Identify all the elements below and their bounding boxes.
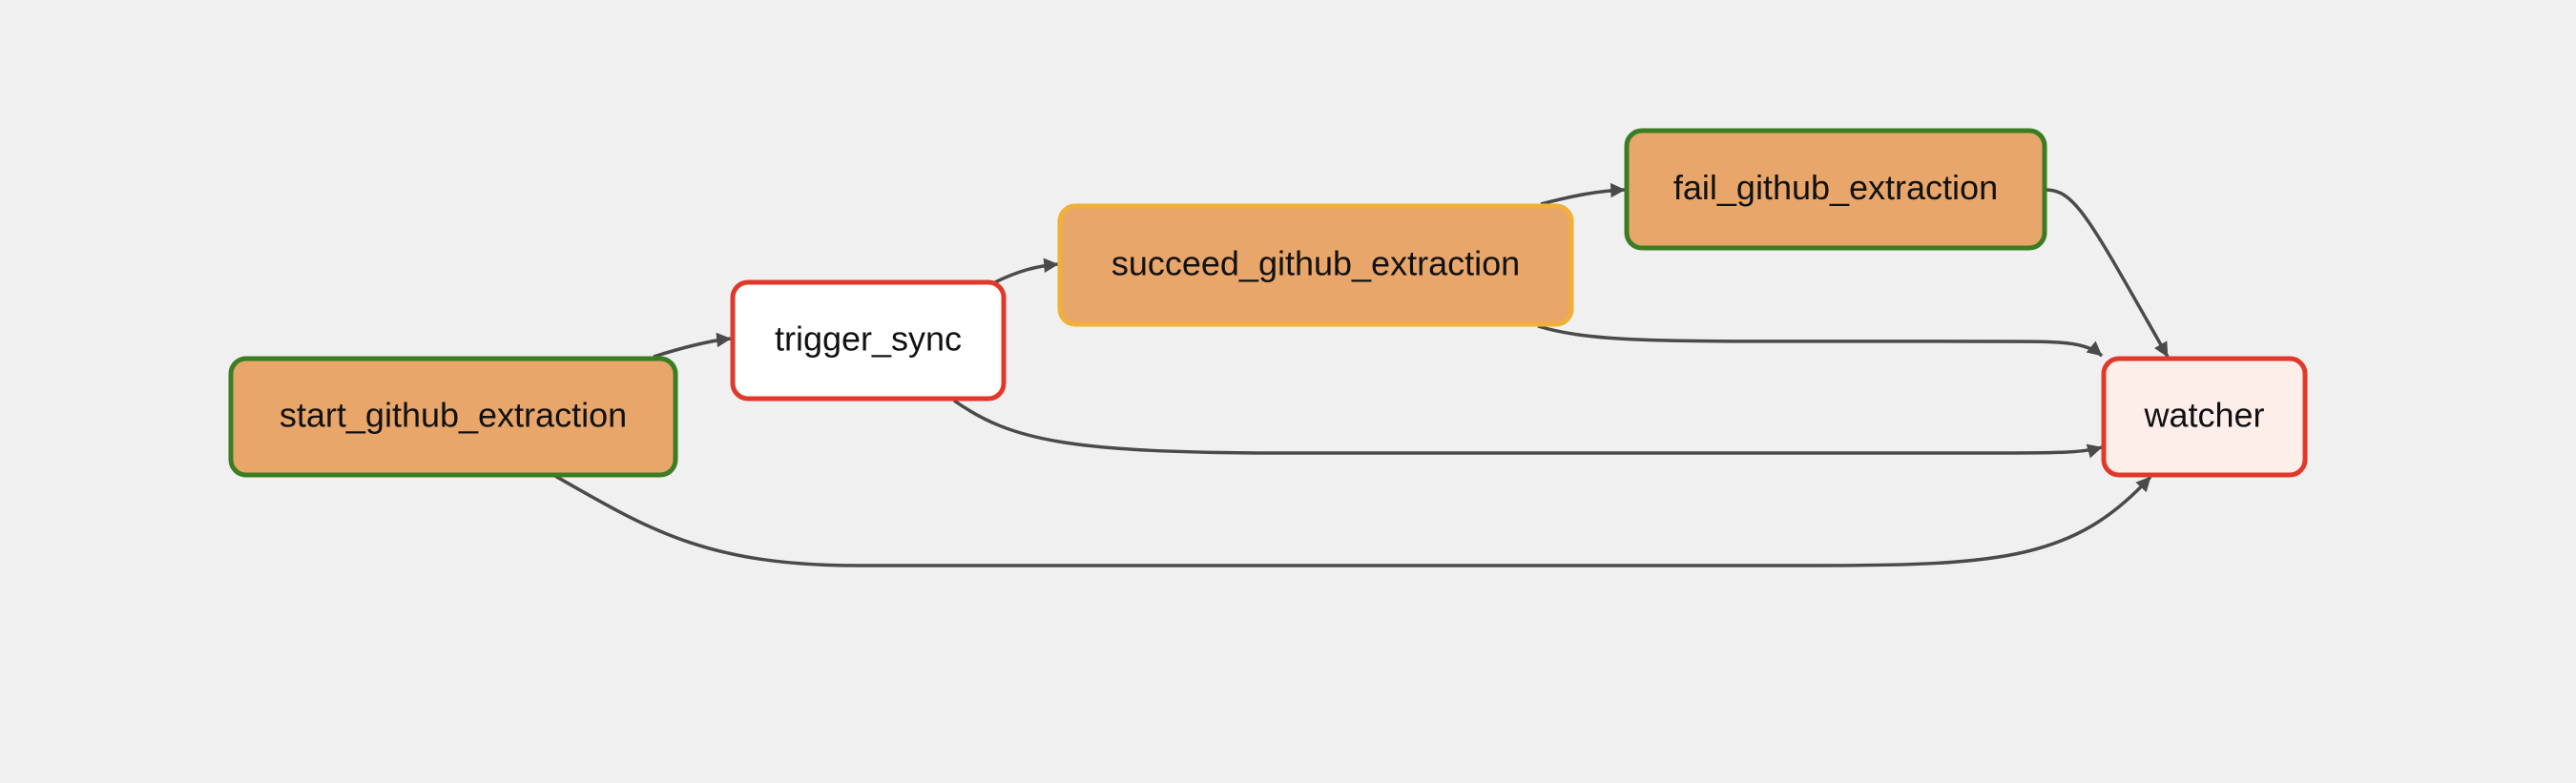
node-start_github_extraction[interactable]: start_github_extraction — [228, 356, 678, 478]
node-succeed_github_extraction[interactable]: succeed_github_extraction — [1057, 203, 1574, 327]
node-trigger_sync[interactable]: trigger_sync — [730, 279, 1007, 402]
edge-fail_github_extraction-to-watcher — [2044, 188, 2170, 358]
edge-succeed_github_extraction-to-fail_github_extraction — [1540, 182, 1626, 206]
node-box-trigger_sync[interactable] — [730, 279, 1007, 402]
edges-layer — [552, 182, 2170, 567]
edge-trigger_sync-to-watcher — [952, 399, 2103, 459]
node-fail_github_extraction[interactable]: fail_github_extraction — [1624, 128, 2047, 251]
node-label-start_github_extraction: start_github_extraction — [280, 396, 627, 435]
edge-succeed_github_extraction-to-watcher — [1537, 324, 2104, 358]
edge-trigger_sync-to-succeed_github_extraction — [994, 258, 1059, 284]
edge-start_github_extraction-to-watcher — [552, 473, 2152, 567]
node-label-watcher: watcher — [2143, 396, 2264, 435]
node-box-succeed_github_extraction[interactable] — [1057, 203, 1574, 327]
node-label-succeed_github_extraction: succeed_github_extraction — [1111, 244, 1520, 283]
node-box-start_github_extraction[interactable] — [228, 356, 678, 478]
node-label-fail_github_extraction: fail_github_extraction — [1673, 168, 1998, 207]
edge-start_github_extraction-to-trigger_sync — [653, 332, 732, 359]
node-watcher[interactable]: watcher — [2101, 356, 2308, 478]
nodes-layer: start_github_extraction trigger_sync succe… — [228, 128, 2308, 478]
node-box-watcher[interactable] — [2101, 356, 2308, 478]
node-box-fail_github_extraction[interactable] — [1624, 128, 2047, 251]
node-label-trigger_sync: trigger_sync — [775, 319, 962, 359]
